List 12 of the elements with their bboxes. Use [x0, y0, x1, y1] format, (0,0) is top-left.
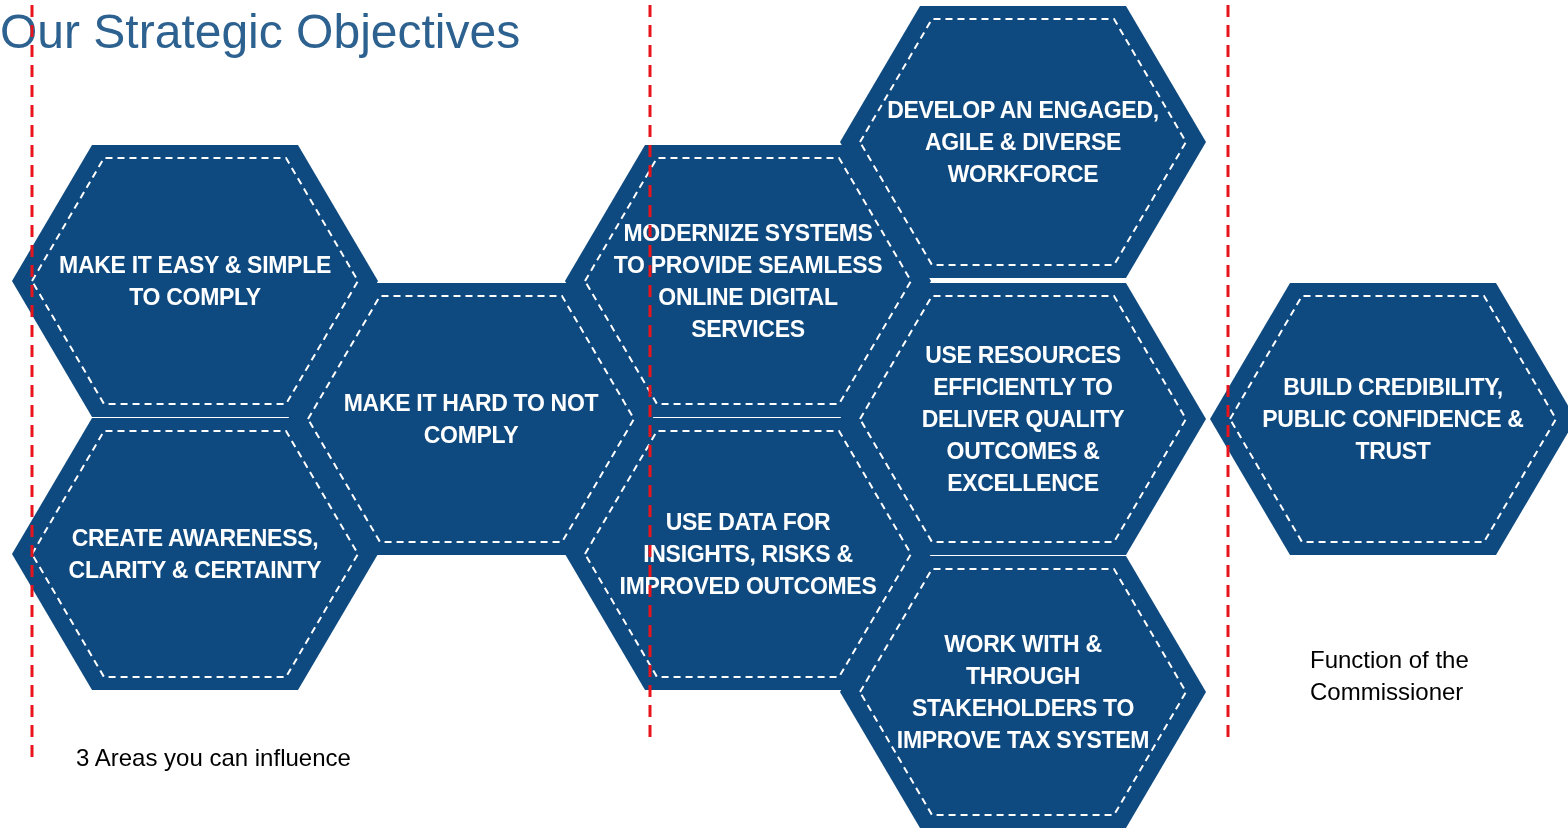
- objective-text: MAKE IT HARD TO NOT COMPLY: [342, 389, 600, 450]
- objective-text: CREATE AWARENESS, CLARITY & CERTAINTY: [67, 524, 323, 585]
- objective-text: BUILD CREDIBILITY, PUBLIC CONFIDENCE & TRUST: [1261, 373, 1525, 466]
- objective-text: WORK WITH & THROUGH STAKEHOLDERS TO IMPROVE TAX SYSTEM: [895, 630, 1151, 755]
- objective-text: DEVELOP AN ENGAGED, AGILE & DIVERSE WORKFORCE: [886, 96, 1160, 189]
- note-text: Function of the Commissioner: [1310, 645, 1470, 707]
- objective-text: USE DATA FOR INSIGHTS, RISKS & IMPROVED OUTCOMES: [618, 508, 878, 601]
- objective-text: MAKE IT EASY & SIMPLE TO COMPLY: [58, 251, 332, 312]
- objective-text: MODERNIZE SYSTEMS TO PROVIDE SEAMLESS ONLINE DIGITAL SERVICES: [612, 219, 884, 344]
- title: Our Strategic Objectives: [0, 4, 521, 59]
- note-text: 3 Areas you can influence: [76, 743, 352, 773]
- objective-text: USE RESOURCES EFFICIENTLY TO DELIVER QUALITY OUTCOMES & EXCELLENCE: [920, 341, 1126, 498]
